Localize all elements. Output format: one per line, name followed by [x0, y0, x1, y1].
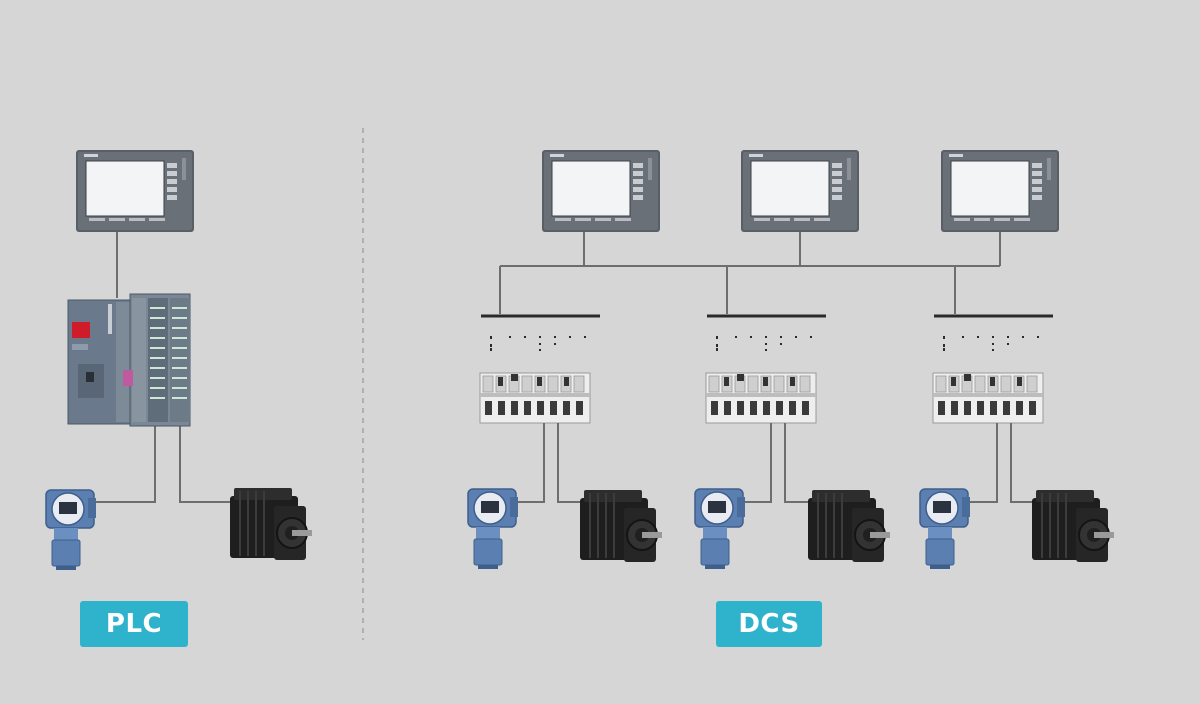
hmi-touch-panel-icon [541, 149, 661, 233]
pressure-transmitter-icon [919, 488, 971, 570]
field-wire [516, 423, 545, 503]
servo-motor-icon [579, 489, 663, 563]
field-wire [744, 423, 772, 503]
dcs-label-badge: DCS [716, 601, 822, 647]
hmi-touch-panel-icon [740, 149, 860, 233]
terminal-block-icon [705, 335, 817, 424]
dcs-section [467, 149, 1115, 570]
field-wire [1010, 423, 1034, 503]
field-wire [970, 423, 998, 503]
plc-motor-wire [179, 420, 234, 503]
terminal-block-icon [932, 335, 1044, 424]
plc-transmitter-wire [95, 420, 156, 503]
servo-motor-icon [229, 487, 313, 561]
hmi-touch-panel-icon [75, 149, 195, 233]
plc-section [45, 149, 313, 571]
plc-label-badge: PLC [80, 601, 188, 647]
terminal-block-icon [479, 335, 591, 424]
servo-motor-icon [1031, 489, 1115, 563]
servo-motor-icon [807, 489, 891, 563]
pressure-transmitter-icon [45, 489, 97, 571]
pressure-transmitter-icon [467, 488, 519, 570]
plc-controller-icon [67, 293, 191, 427]
hmi-touch-panel-icon [940, 149, 1060, 233]
field-wire [557, 423, 582, 503]
field-wire [784, 423, 808, 503]
pressure-transmitter-icon [694, 488, 746, 570]
